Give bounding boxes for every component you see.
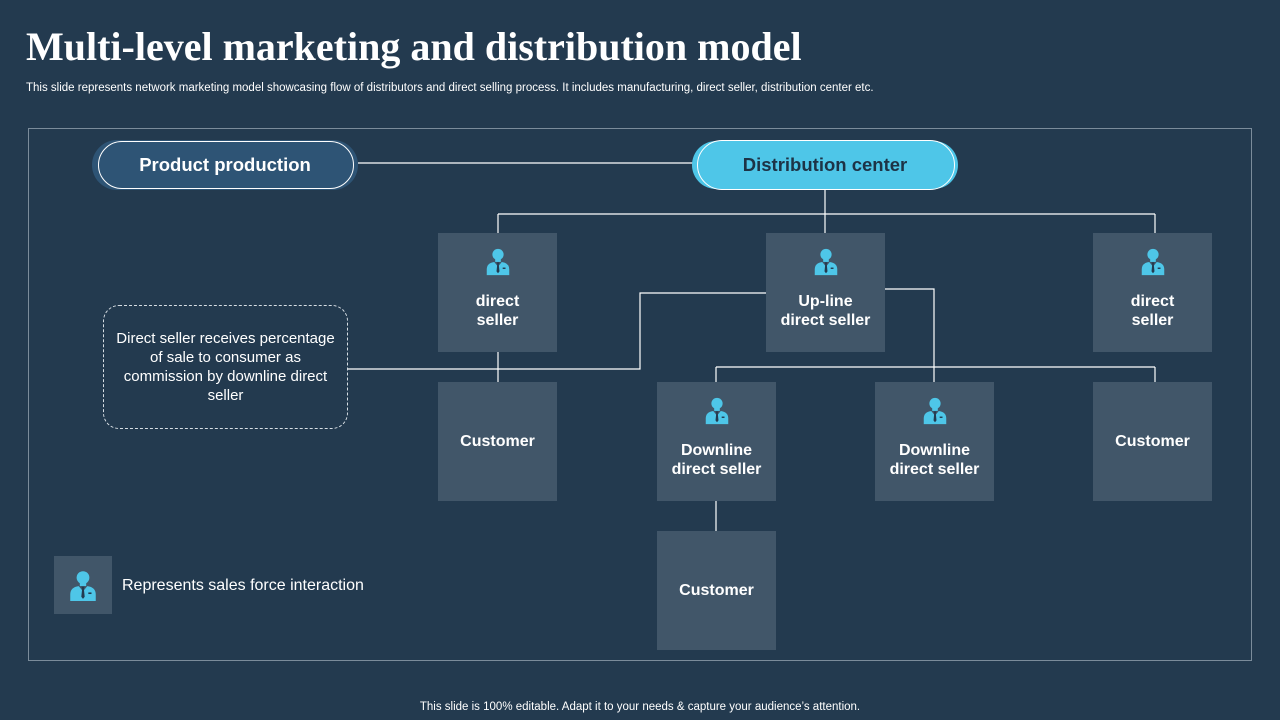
legend-label: Represents sales force interaction bbox=[122, 577, 364, 594]
product-production-label: Product production bbox=[139, 154, 311, 175]
customer-right-node: Customer bbox=[1093, 382, 1212, 501]
person-icon bbox=[811, 246, 841, 276]
downline-seller-1-node: Downline direct seller bbox=[657, 382, 776, 501]
upline-direct-seller-label: Up-line direct seller bbox=[780, 293, 871, 329]
direct-seller-right-label: direct seller bbox=[1130, 293, 1175, 329]
person-icon bbox=[483, 246, 513, 276]
commission-note: Direct seller receives percentage of sal… bbox=[103, 305, 348, 429]
customer-bottom-node: Customer bbox=[657, 531, 776, 650]
distribution-center-node: Distribution center bbox=[692, 140, 958, 190]
page-title: Multi-level marketing and distribution m… bbox=[26, 24, 802, 69]
customer-right-label: Customer bbox=[1115, 433, 1190, 450]
diagram-frame bbox=[28, 128, 1252, 661]
person-icon bbox=[702, 395, 732, 425]
footer-note: This slide is 100% editable. Adapt it to… bbox=[419, 701, 861, 713]
person-icon bbox=[66, 568, 100, 602]
person-icon bbox=[1138, 246, 1168, 276]
customer-left-node: Customer bbox=[438, 382, 557, 501]
person-icon bbox=[920, 395, 950, 425]
product-production-node: Product production bbox=[92, 140, 358, 190]
customer-left-label: Customer bbox=[460, 433, 535, 450]
direct-seller-left-node: direct seller bbox=[438, 233, 557, 352]
downline-seller-1-label: Downline direct seller bbox=[671, 442, 762, 478]
legend-icon-box bbox=[54, 556, 112, 614]
downline-seller-2-label: Downline direct seller bbox=[889, 442, 980, 478]
customer-bottom-label: Customer bbox=[679, 582, 754, 599]
upline-direct-seller-node: Up-line direct seller bbox=[766, 233, 885, 352]
page-subtitle: This slide represents network marketing … bbox=[26, 82, 874, 94]
commission-note-text: Direct seller receives percentage of sal… bbox=[116, 330, 335, 404]
direct-seller-left-label: direct seller bbox=[475, 293, 520, 329]
distribution-center-label: Distribution center bbox=[742, 154, 908, 175]
downline-seller-2-node: Downline direct seller bbox=[875, 382, 994, 501]
direct-seller-right-node: direct seller bbox=[1093, 233, 1212, 352]
